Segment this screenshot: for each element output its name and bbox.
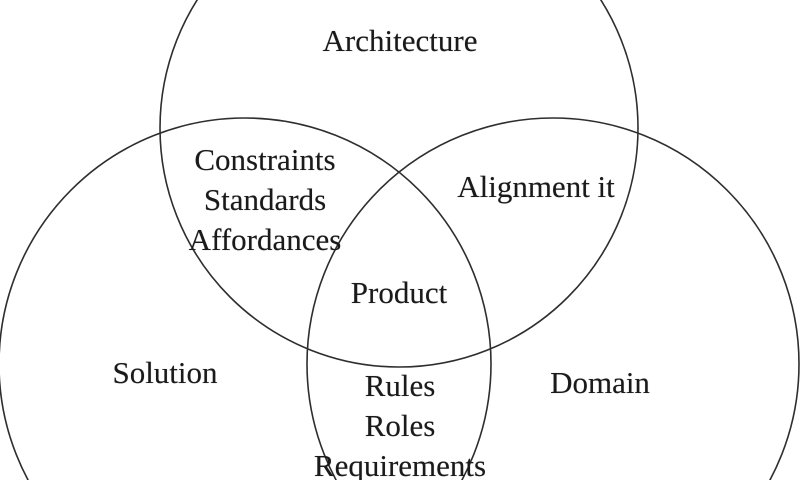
label-solution: Solution [112,355,218,390]
label-alignment-it: Alignment it [457,169,615,204]
label-architecture: Architecture [322,23,478,58]
label-requirements: Requirements [313,448,487,480]
label-rules-roles-requirements: Rules Roles Requirements [314,366,486,480]
label-constraints: Constraints [194,142,336,177]
label-domain: Domain [550,365,650,400]
label-standards: Standards [203,182,327,217]
solution-circle [0,117,492,480]
label-product: Product [350,275,448,310]
label-roles: Roles [364,408,436,443]
label-affordances: Affordances [188,222,342,257]
label-rules: Rules [364,368,436,403]
label-constraints-standards-affordances: Constraints Standards Affordances [189,140,342,260]
architecture-circle [159,0,639,368]
domain-circle [306,117,800,480]
